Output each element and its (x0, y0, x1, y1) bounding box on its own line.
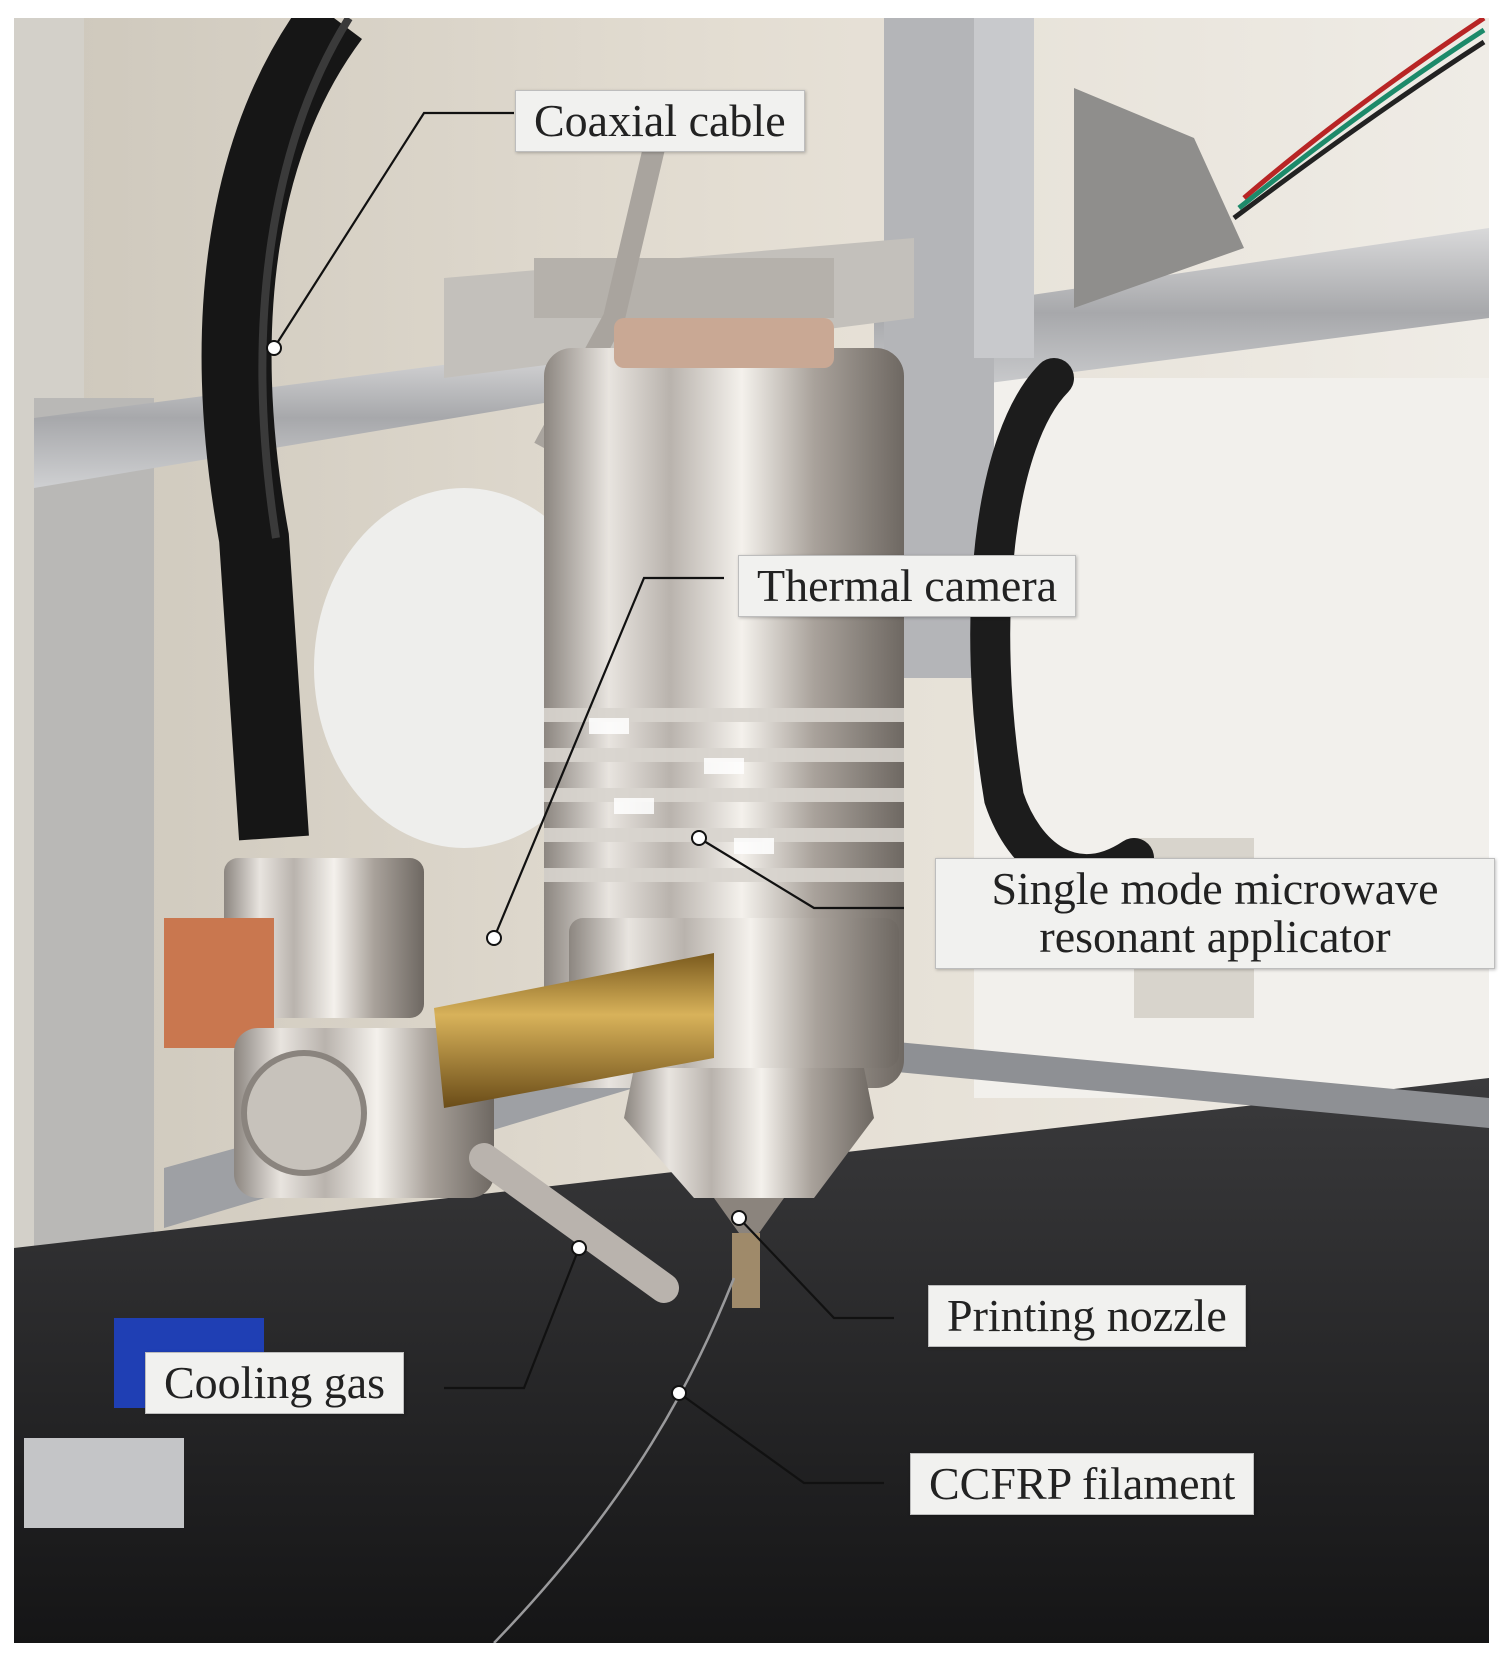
label-ccfrp-filament: CCFRP filament (910, 1453, 1255, 1516)
label-ccfrp-filament-text: CCFRP filament (929, 1458, 1236, 1509)
label-coaxial-cable: Coaxial cable (515, 90, 805, 153)
label-printing-nozzle-text: Printing nozzle (947, 1290, 1227, 1341)
label-cooling-gas-text: Cooling gas (164, 1357, 386, 1408)
label-coaxial-cable-text: Coaxial cable (534, 95, 786, 146)
label-microwave-applicator: Single mode microwave resonant applicato… (935, 858, 1495, 969)
label-cooling-gas: Cooling gas (145, 1352, 405, 1415)
label-applicator-line2: resonant applicator (1039, 911, 1391, 963)
label-printing-nozzle: Printing nozzle (928, 1285, 1246, 1348)
label-thermal-camera: Thermal camera (738, 555, 1077, 618)
label-thermal-camera-text: Thermal camera (757, 560, 1058, 611)
label-applicator-line1: Single mode microwave (991, 863, 1439, 914)
